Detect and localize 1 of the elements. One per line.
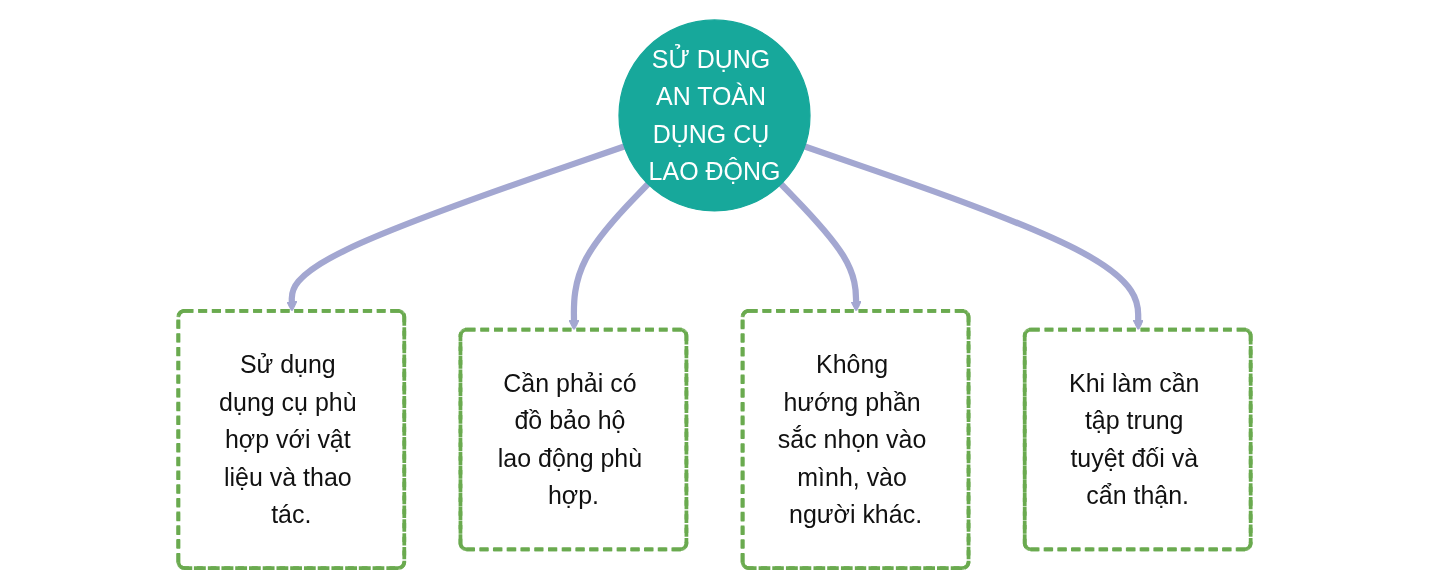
- node-circle: SỬ DỤNG AN TOÀN DỤNG CỤ LAO ĐỘNG: [618, 19, 811, 212]
